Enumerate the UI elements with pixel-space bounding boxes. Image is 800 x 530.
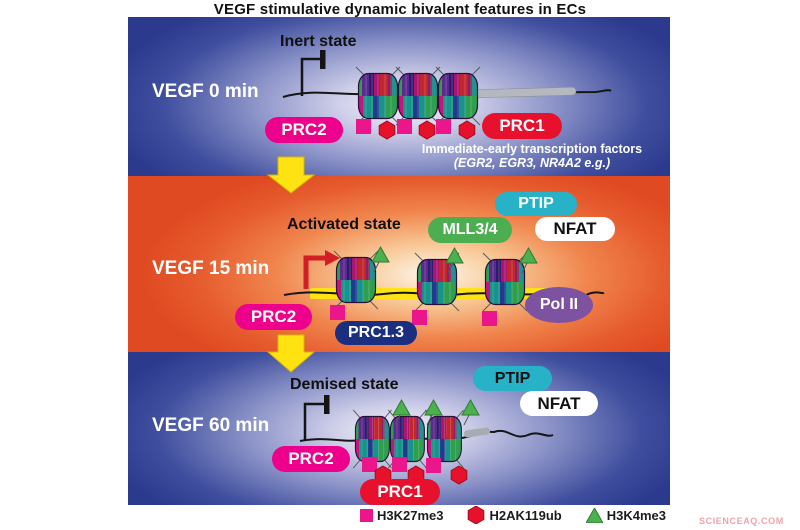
transcription-arrow-icon bbox=[303, 255, 325, 289]
h3k27me3-square-icon bbox=[356, 119, 371, 134]
panel-vegf-0min: VEGF 0 min Inert state PRC2 PRC1 Immedia… bbox=[128, 17, 670, 176]
legend-label: H3K27me3 bbox=[376, 507, 444, 523]
state-label-inert: Inert state bbox=[280, 33, 357, 50]
h3k27me3-square-icon bbox=[392, 457, 407, 472]
h3k27me3-square-icon bbox=[359, 508, 373, 522]
figure-canvas: VEGF 0 min Inert state PRC2 PRC1 Immedia… bbox=[128, 17, 670, 505]
ptip-pill: PTIP bbox=[495, 192, 577, 216]
state-label-demised: Demised state bbox=[290, 376, 399, 393]
immediate-early-note: Immediate-early transcription factors (E… bbox=[398, 142, 666, 170]
panel-time-label: VEGF 0 min bbox=[152, 81, 259, 102]
prc2-pill: PRC2 bbox=[272, 446, 350, 472]
prc1-pill: PRC1 bbox=[482, 113, 562, 139]
prc2-pill: PRC2 bbox=[235, 304, 312, 330]
note-line1: Immediate-early transcription factors bbox=[421, 142, 643, 156]
repression-tbar-icon bbox=[300, 57, 320, 96]
prc2-pill: PRC2 bbox=[265, 117, 343, 143]
transcription-arrowhead bbox=[325, 250, 340, 266]
nucleosome bbox=[436, 67, 480, 125]
polii-ellipse: Pol II bbox=[525, 287, 593, 323]
dna-line bbox=[299, 429, 554, 442]
nucleosome bbox=[396, 67, 440, 125]
nucleosome bbox=[334, 251, 378, 309]
h2ak119ub-hexagon-icon bbox=[458, 120, 476, 140]
h2ak119ub-hexagon-icon bbox=[450, 465, 468, 485]
legend-label: H3K4me3 bbox=[606, 507, 666, 523]
gene-body-bar bbox=[469, 86, 577, 99]
repression-tbar-block bbox=[320, 50, 326, 69]
h2ak119ub-hexagon-icon bbox=[468, 506, 485, 524]
ptip-pill: PTIP bbox=[473, 366, 552, 391]
prc1-pill: PRC1 bbox=[360, 479, 440, 505]
legend-item-h3k27me3: H3K27me3 bbox=[359, 507, 444, 523]
panel-vegf-15min: VEGF 15 min Activated state PTIP NFAT ML… bbox=[128, 176, 670, 352]
repression-tbar-block bbox=[324, 395, 330, 414]
nucleosome bbox=[356, 67, 400, 125]
note-line2: (EGR2, EGR3, NR4A2 e.g.) bbox=[453, 156, 611, 170]
h3k4me3-triangle-icon bbox=[461, 399, 480, 426]
h3k27me3-square-icon bbox=[397, 119, 412, 134]
repression-tbar-icon bbox=[303, 402, 324, 441]
h3k4me3-triangle-icon bbox=[585, 507, 603, 523]
figure-title: VEGF stimulative dynamic bivalent featur… bbox=[213, 1, 587, 18]
nfat-pill: NFAT bbox=[520, 391, 598, 416]
legend-item-h3k4me3: H3K4me3 bbox=[585, 507, 666, 523]
transition-arrow-icon bbox=[266, 334, 316, 373]
legend-label: H2AK119ub bbox=[489, 507, 562, 523]
h3k27me3-square-icon bbox=[412, 310, 427, 325]
h2ak119ub-hexagon-icon bbox=[418, 120, 436, 140]
panel-time-label: VEGF 15 min bbox=[152, 258, 270, 279]
legend-item-h2ak119ub: H2AK119ub bbox=[467, 506, 562, 524]
legend: H3K27me3 H2AK119ub H3K4me3 bbox=[128, 506, 666, 524]
panel-time-label: VEGF 60 min bbox=[152, 415, 270, 436]
state-label-activated: Activated state bbox=[287, 216, 401, 233]
nfat-pill: NFAT bbox=[535, 217, 615, 241]
h3k27me3-square-icon bbox=[436, 119, 451, 134]
watermark: SCIENCEAQ.COM bbox=[699, 516, 784, 526]
prc13-pill: PRC1.3 bbox=[335, 321, 417, 345]
gene-body-stub bbox=[464, 427, 491, 438]
h3k27me3-square-icon bbox=[426, 458, 441, 473]
h2ak119ub-hexagon-icon bbox=[378, 120, 396, 140]
h3k27me3-square-icon bbox=[362, 457, 377, 472]
h3k27me3-square-icon bbox=[482, 311, 497, 326]
h3k27me3-square-icon bbox=[330, 305, 345, 320]
transition-arrow-icon bbox=[266, 156, 316, 194]
mll34-pill: MLL3/4 bbox=[428, 217, 512, 243]
